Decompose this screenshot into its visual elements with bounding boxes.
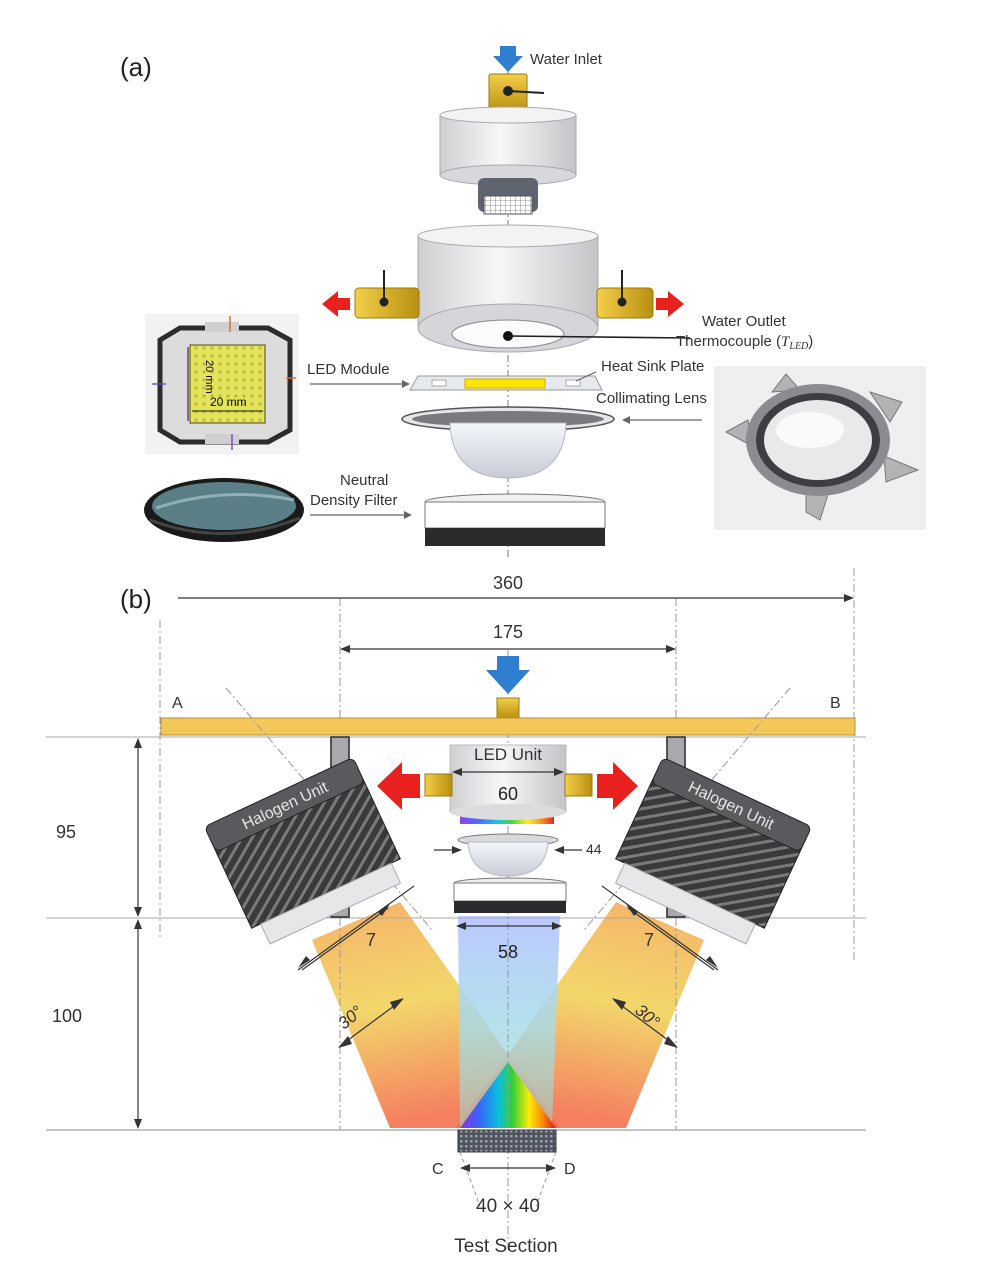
led-beam <box>458 916 560 1128</box>
dim-filter-width: 58 <box>498 942 518 962</box>
dim-total-width: 360 <box>493 573 523 593</box>
chip-dim-horizontal: 20 mm <box>210 395 247 409</box>
water-outlet-arrow-b-left-icon <box>377 762 420 810</box>
point-a-label: A <box>172 695 183 712</box>
dim-inner-width: 175 <box>493 622 523 642</box>
point-c-label: C <box>432 1161 444 1178</box>
water-outlet-arrow-right-icon <box>656 291 684 317</box>
water-inlet-arrow-b-icon <box>486 656 530 694</box>
led-unit: LED Unit <box>424 744 593 820</box>
dim-led-width: 60 <box>498 784 518 804</box>
collimating-lens-photo <box>714 366 926 530</box>
halogen-unit-right: Halogen Unit <box>614 758 811 945</box>
water-outlet-label: Water Outlet <box>702 313 786 330</box>
point-b-label: B <box>830 695 841 712</box>
dim-halogen-offset-right: 7 <box>644 930 654 950</box>
water-inlet-label: Water Inlet <box>530 51 603 68</box>
test-section-block <box>457 1129 557 1153</box>
panel-b-label: (b) <box>120 584 152 614</box>
mounting-plate <box>160 717 856 736</box>
water-inlet-arrow-icon <box>493 46 523 72</box>
thermocouple-label: Thermocouple (TLED) <box>676 333 813 352</box>
led-unit-label: LED Unit <box>474 745 542 764</box>
panel-b: (b) 360 175 A B <box>46 568 866 1257</box>
collimating-lens <box>401 406 615 479</box>
panel-a-label: (a) <box>120 52 152 82</box>
filter-b <box>453 877 567 913</box>
dim-test-section: 40 × 40 <box>476 1196 540 1217</box>
test-section-label: Test Section <box>454 1236 558 1257</box>
neutral-density-filter <box>424 493 606 546</box>
neutral-density-filter-label-1: Neutral <box>340 472 388 489</box>
mesh-insert <box>478 178 538 215</box>
led-module-label: LED Module <box>307 361 390 378</box>
dim-lower-height: 100 <box>52 1006 82 1026</box>
light-beams <box>312 812 704 1128</box>
water-outlet-arrow-left-icon <box>322 291 350 317</box>
neutral-density-filter-label-2: Density Filter <box>310 492 398 509</box>
heat-sink-plate-label: Heat Sink Plate <box>601 358 704 375</box>
dim-upper-height: 95 <box>56 822 76 842</box>
led-chip-photo: 20 mm 20 mm <box>145 314 299 454</box>
lens-b <box>457 833 559 877</box>
upper-cooling-cylinder <box>439 106 577 186</box>
nd-filter-photo <box>144 478 304 542</box>
point-d-label: D <box>564 1161 576 1178</box>
dim-lens-width: 44 <box>586 841 602 857</box>
water-outlet-arrow-b-right-icon <box>597 762 638 810</box>
heat-sink-plate <box>409 375 603 391</box>
dim-halogen-offset-left: 7 <box>366 930 376 950</box>
collimating-lens-label: Collimating Lens <box>596 390 707 407</box>
chip-dim-vertical: 20 mm <box>203 360 215 394</box>
panel-a: (a) Water Inlet <box>120 46 926 560</box>
